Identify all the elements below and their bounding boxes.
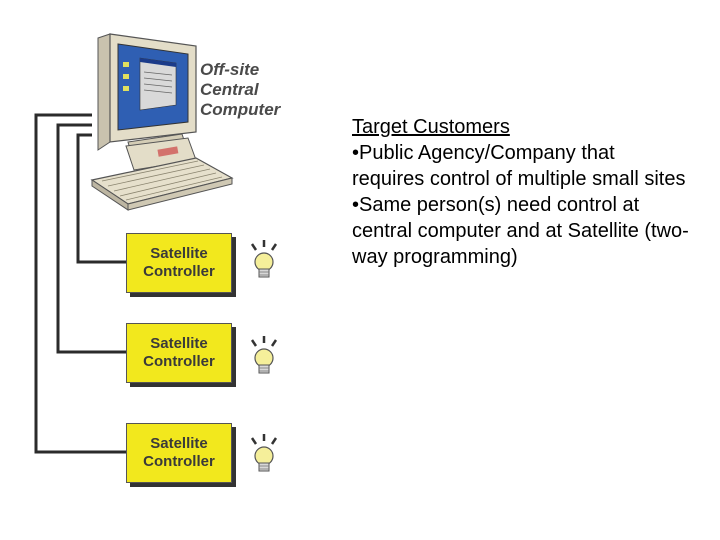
computer-label: Off-site Central Computer — [200, 60, 280, 120]
controller-label-line: Satellite — [150, 335, 208, 352]
computer-label-line: Central — [200, 80, 259, 99]
controller-label-line: Controller — [143, 453, 215, 470]
satellite-controller-box: Satellite Controller — [126, 323, 232, 383]
controller-label-line: Controller — [143, 353, 215, 370]
connector-line-2 — [56, 123, 127, 354]
computer-label-line: Off-site — [200, 60, 260, 79]
text-heading: Target Customers — [352, 116, 510, 138]
bullet-item: •Public Agency/Company that requires con… — [352, 142, 686, 190]
controller-label-line: Controller — [143, 263, 215, 280]
controller-label-line: Satellite — [150, 435, 208, 452]
connector-lines — [34, 113, 127, 454]
computer-icon — [90, 33, 234, 211]
bullet-item: •Same person(s) need control at central … — [352, 194, 689, 268]
connector-line-1 — [76, 133, 127, 264]
satellite-controller-box: Satellite Controller — [126, 423, 232, 483]
light-bulb-icon — [250, 336, 278, 374]
controller-label-line: Satellite — [150, 245, 208, 262]
satellite-controller-box: Satellite Controller — [126, 233, 232, 293]
computer-label-line: Computer — [200, 100, 281, 119]
connector-line-3 — [34, 113, 127, 454]
light-bulb-icon — [250, 434, 278, 472]
target-customers-text: Target Customers •Public Agency/Company … — [352, 114, 692, 270]
light-bulb-icon — [250, 240, 278, 278]
